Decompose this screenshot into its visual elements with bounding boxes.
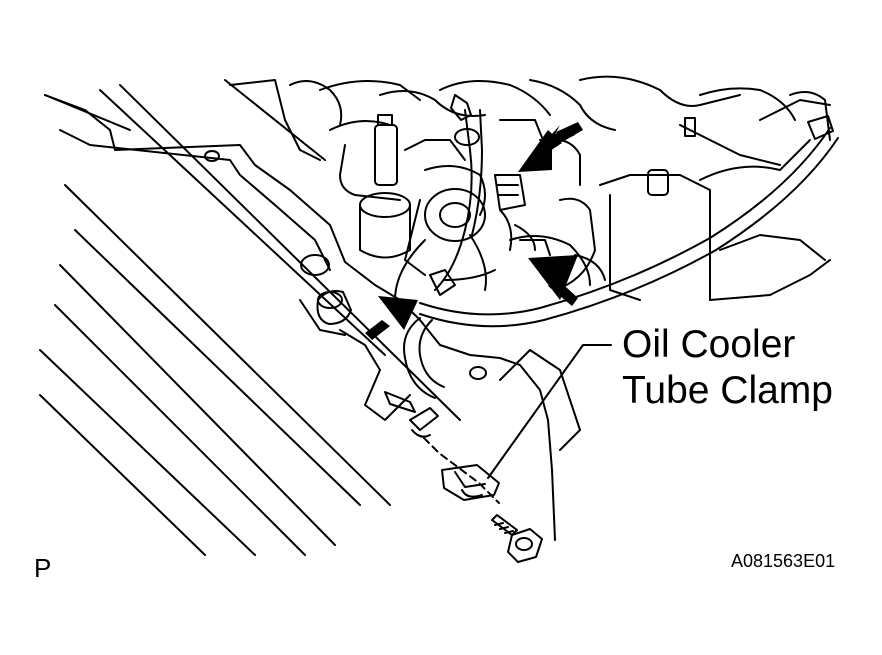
case-bracket	[384, 349, 581, 451]
tube-clamp	[441, 464, 500, 501]
oil-cooler-tube-clamp-label: Oil Cooler Tube Clamp	[622, 322, 833, 414]
pointing-arrows	[365, 122, 583, 340]
case-ribs	[39, 79, 461, 556]
arrow-left-icon	[378, 296, 418, 330]
assembly-dash-line	[423, 437, 500, 504]
bolt-holes	[204, 150, 487, 380]
oil-cooler-tube	[403, 127, 839, 399]
callout-leader-line	[487, 344, 612, 479]
transmission-case-outline	[44, 94, 556, 541]
view-code-label: P	[34, 553, 52, 583]
wiring-harness	[429, 94, 551, 296]
figure-id-label: A081563E01	[731, 551, 836, 571]
callout-line-2: Tube Clamp	[622, 369, 833, 412]
arrow-middle-right-icon	[528, 255, 578, 300]
engine-components	[229, 75, 834, 301]
callout-line-1: Oil Cooler	[622, 323, 796, 366]
clamp-bolt	[491, 514, 543, 563]
